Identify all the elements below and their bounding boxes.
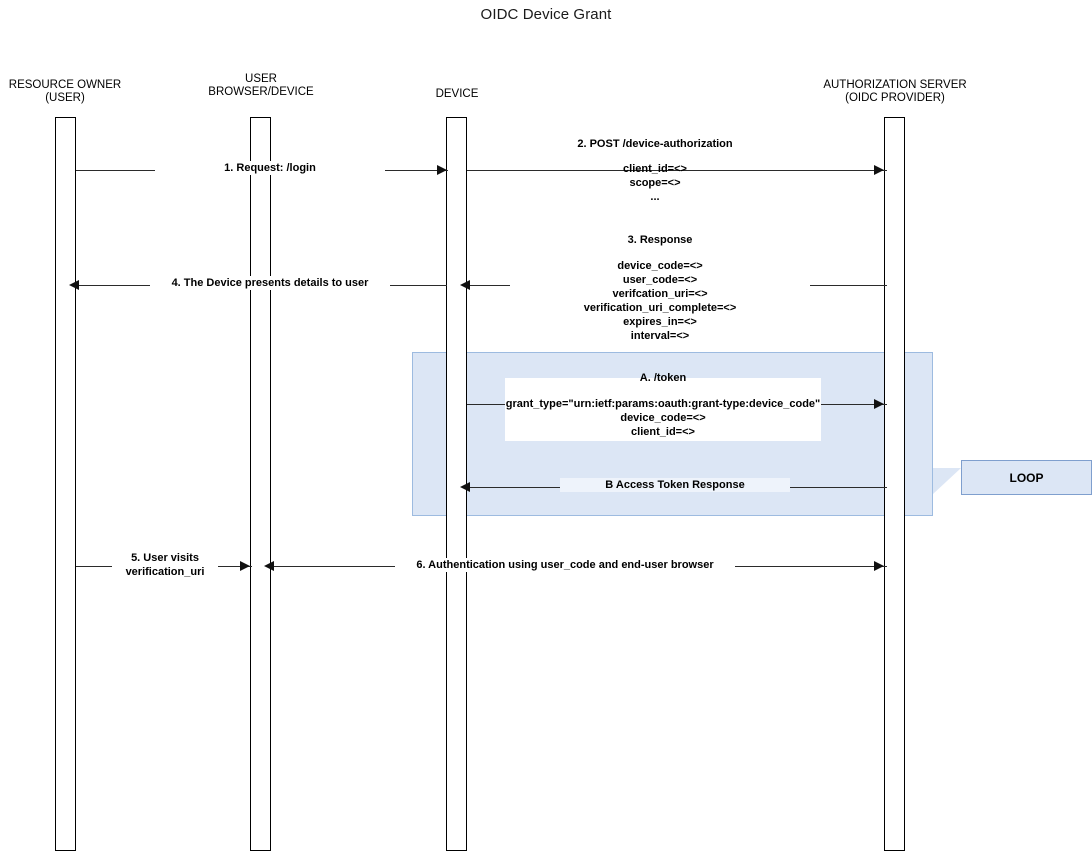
arrow-head-3 (460, 280, 470, 290)
message-label-b: B Access Token Response (560, 478, 790, 492)
message-label-2: 2. POST /device-authorization (525, 137, 785, 151)
arrow-head-2 (874, 165, 884, 175)
message-label-6: 6. Authentication using user_code and en… (395, 558, 735, 572)
page-title: OIDC Device Grant (480, 6, 612, 23)
message-params-2: client_id=<> scope=<> ... (623, 163, 687, 203)
actor-label-user-browser-device: USER BROWSER/DEVICE (208, 73, 314, 98)
actor-label-resource-owner: RESOURCE OWNER (USER) (8, 79, 122, 104)
arrow-head-6-right (874, 561, 884, 571)
actor-label-authorization-server: AUTHORIZATION SERVER (OIDC PROVIDER) (823, 79, 967, 104)
lifeline-user-browser-device (250, 117, 271, 851)
message-label-a: A. /token (639, 372, 687, 384)
loop-note-tail (933, 468, 961, 494)
actor-label-device: DEVICE (435, 88, 479, 100)
lifeline-resource-owner (55, 117, 76, 851)
arrow-head-4 (69, 280, 79, 290)
message-label-5: 5. User visits verification_uri (112, 551, 218, 579)
message-params-a: grant_type="urn:ietf:params:oauth:grant-… (505, 398, 821, 438)
message-label-3: 3. Response (540, 233, 780, 247)
message-label-1: 1. Request: /login (155, 161, 385, 175)
arrow-head-5 (240, 561, 250, 571)
loop-note: LOOP (961, 460, 1092, 495)
token-request-backdrop (505, 378, 821, 441)
lifeline-authorization-server (884, 117, 905, 851)
arrow-head-6-left (264, 561, 274, 571)
arrow-head-a (874, 399, 884, 409)
arrow-head-1 (437, 165, 447, 175)
message-params-3: device_code=<> user_code=<> verifcation_… (510, 259, 810, 343)
message-label-4: 4. The Device presents details to user (150, 276, 390, 290)
message-line-2 (467, 170, 887, 171)
arrow-head-b (460, 482, 470, 492)
